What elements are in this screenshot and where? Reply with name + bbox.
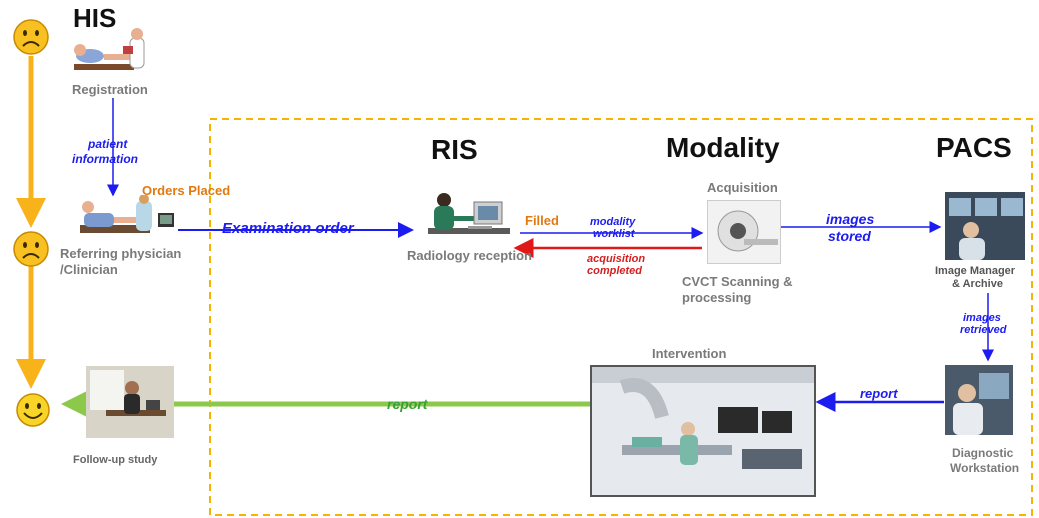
referring-label-2: /Clinician xyxy=(60,262,118,277)
intervention-image xyxy=(590,365,816,497)
follow-up-label: Follow-up study xyxy=(73,454,158,466)
header-ris: RIS xyxy=(431,134,478,165)
images-stored-label-2: stored xyxy=(828,228,871,244)
ct-scanner-image xyxy=(707,200,781,264)
image-manager-image xyxy=(945,192,1025,260)
acquisition-label: Acquisition xyxy=(707,180,778,195)
orders-placed-label: Orders Placed xyxy=(142,183,231,198)
radiology-reception-image xyxy=(424,190,514,246)
diagnostic-workstation-image xyxy=(945,365,1013,435)
acq-completed-label-2: completed xyxy=(587,265,643,277)
diagnostic-label-2: Workstation xyxy=(950,461,1020,475)
header-modality: Modality xyxy=(666,132,780,163)
referring-physician-image xyxy=(76,195,178,247)
referring-label-1: Referring physician xyxy=(60,246,182,261)
registration-label: Registration xyxy=(72,82,148,97)
intervention-label: Intervention xyxy=(652,346,727,361)
cvct-label-2: processing xyxy=(682,290,752,305)
diagnostic-label-1: Diagnostic xyxy=(952,446,1014,460)
registration-image xyxy=(68,28,156,80)
radiology-reception-label: Radiology reception xyxy=(407,248,532,263)
exam-order-label: Examination order xyxy=(222,220,354,237)
patient-info-label-1: patient xyxy=(88,137,128,151)
cvct-label-1: CVCT Scanning & xyxy=(682,274,793,289)
follow-up-image xyxy=(86,366,174,438)
sad-face-icon xyxy=(13,19,49,55)
images-stored-label-1: images xyxy=(826,211,875,227)
filled-label: Filled xyxy=(525,213,559,228)
acq-completed-label-1: acquisition xyxy=(587,253,646,265)
report-label-green: report xyxy=(387,396,428,412)
patient-info-label-2: information xyxy=(72,152,138,166)
header-pacs: PACS xyxy=(936,132,1012,163)
modality-worklist-label-1: modality xyxy=(590,216,636,228)
image-manager-label-1: Image Manager xyxy=(935,265,1016,277)
report-label-blue: report xyxy=(860,386,898,401)
dashed-boundary xyxy=(209,118,1033,516)
images-retrieved-label-2: retrieved xyxy=(960,324,1007,336)
image-manager-label-2: & Archive xyxy=(952,278,1003,290)
images-retrieved-label-1: images xyxy=(963,312,1001,324)
modality-worklist-label-2: worklist xyxy=(593,228,635,240)
sad-face-icon xyxy=(13,231,49,267)
happy-face-icon xyxy=(16,393,50,427)
